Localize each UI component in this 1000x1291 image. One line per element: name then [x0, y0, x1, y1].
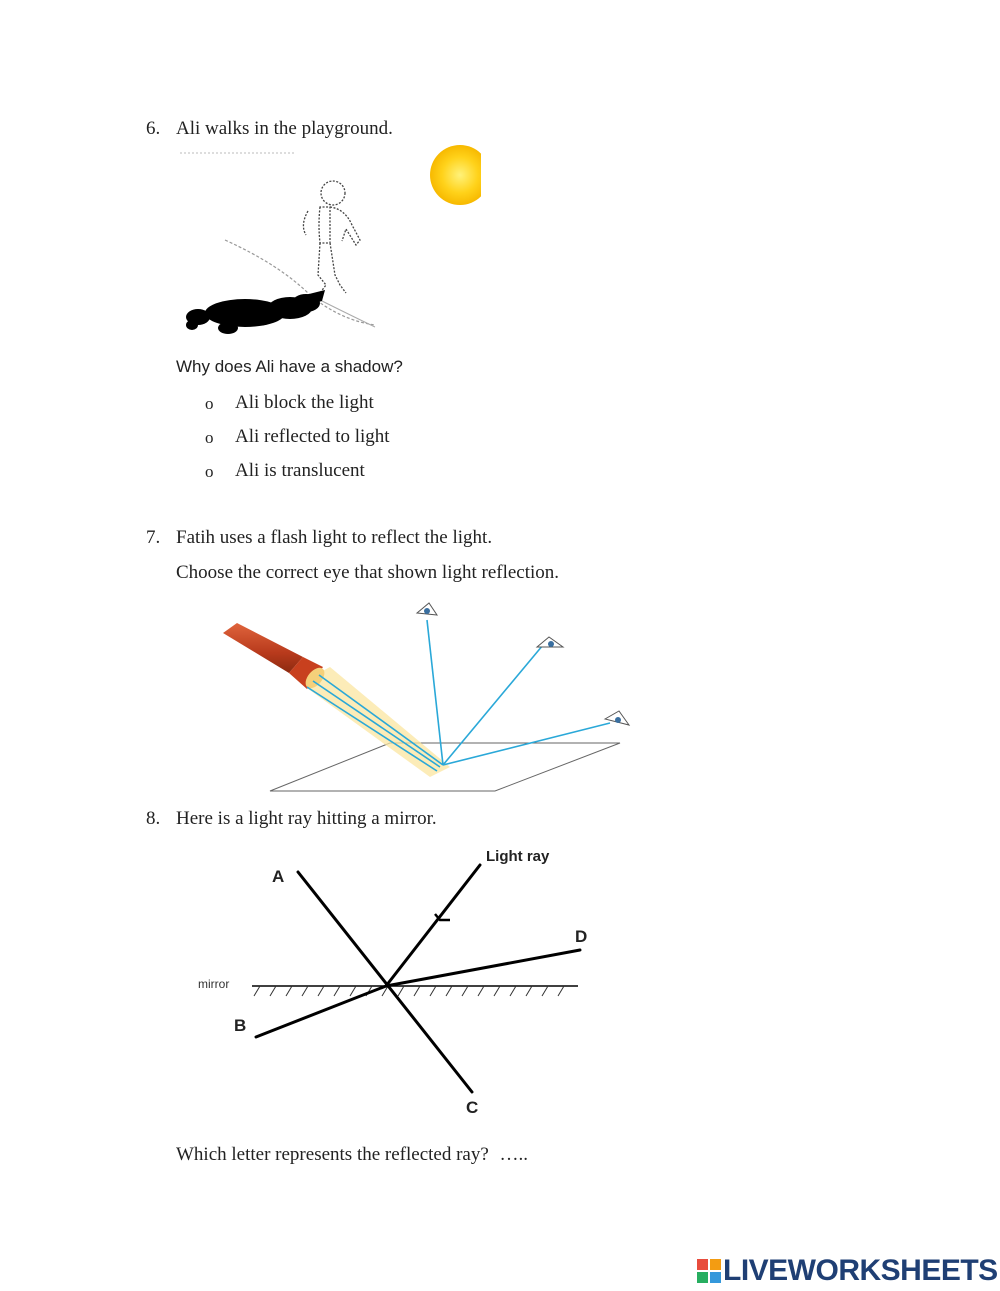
flashlight-reflection-diagram — [223, 602, 631, 792]
letter-d-label: D — [575, 927, 588, 946]
question-7-instruction: Choose the correct eye that shown light … — [176, 562, 560, 583]
mirror-ray-diagram — [252, 863, 582, 1094]
option-2-label: Ali reflected to light — [235, 426, 390, 447]
mirror-plane — [269, 742, 621, 792]
mirror-hatching — [253, 985, 565, 997]
mirror-label: mirror — [198, 977, 230, 991]
question-6-prompt: Why does Ali have a shadow? — [176, 357, 403, 376]
letter-c-label: C — [466, 1098, 479, 1117]
option-1-label: Ali block the light — [235, 392, 374, 413]
question-8-number: 8. — [146, 808, 161, 829]
light-ray-line — [384, 863, 482, 988]
question-7-number: 7. — [146, 527, 161, 548]
question-7-text: Fatih uses a flash light to reflect the … — [176, 527, 493, 548]
ray-d-line — [384, 948, 582, 988]
liveworksheets-logo-text: LIVEWORKSHEETS — [723, 1254, 998, 1287]
eye-icon — [603, 710, 631, 726]
liveworksheets-logo-icon — [697, 1259, 721, 1283]
question-8-prompt-text: Which letter represents the reflected ra… — [176, 1144, 489, 1165]
shadow-shape — [186, 290, 325, 334]
eye-icon — [415, 602, 439, 616]
question-8-prompt: Which letter represents the reflected ra… — [176, 1144, 528, 1166]
question-6-number: 6. — [146, 118, 161, 139]
liveworksheets-logo: LIVEWORKSHEETS — [697, 1254, 998, 1289]
question-8-text: Here is a light ray hitting a mirror. — [176, 808, 437, 829]
ray-b-line — [254, 984, 388, 1039]
radio-bullet-icon[interactable]: o — [205, 394, 214, 413]
ray-a-c-line — [296, 870, 474, 1094]
question-6-text: Ali walks in the playground. — [176, 118, 393, 139]
flashlight-icon — [223, 623, 325, 689]
letter-a-label: A — [272, 867, 285, 886]
radio-bullet-icon[interactable]: o — [205, 428, 214, 447]
letter-b-label: B — [234, 1016, 247, 1035]
eye-icon — [535, 636, 565, 648]
boy-figure — [302, 180, 361, 294]
answer-blank[interactable]: ….. — [499, 1144, 529, 1165]
option-3-label: Ali is translucent — [235, 460, 365, 481]
shadow-illustration — [180, 145, 481, 334]
radio-bullet-icon[interactable]: o — [205, 462, 214, 481]
arrow-head-icon — [434, 913, 450, 922]
sun-icon — [430, 145, 481, 205]
light-ray-label: Light ray — [486, 848, 550, 865]
